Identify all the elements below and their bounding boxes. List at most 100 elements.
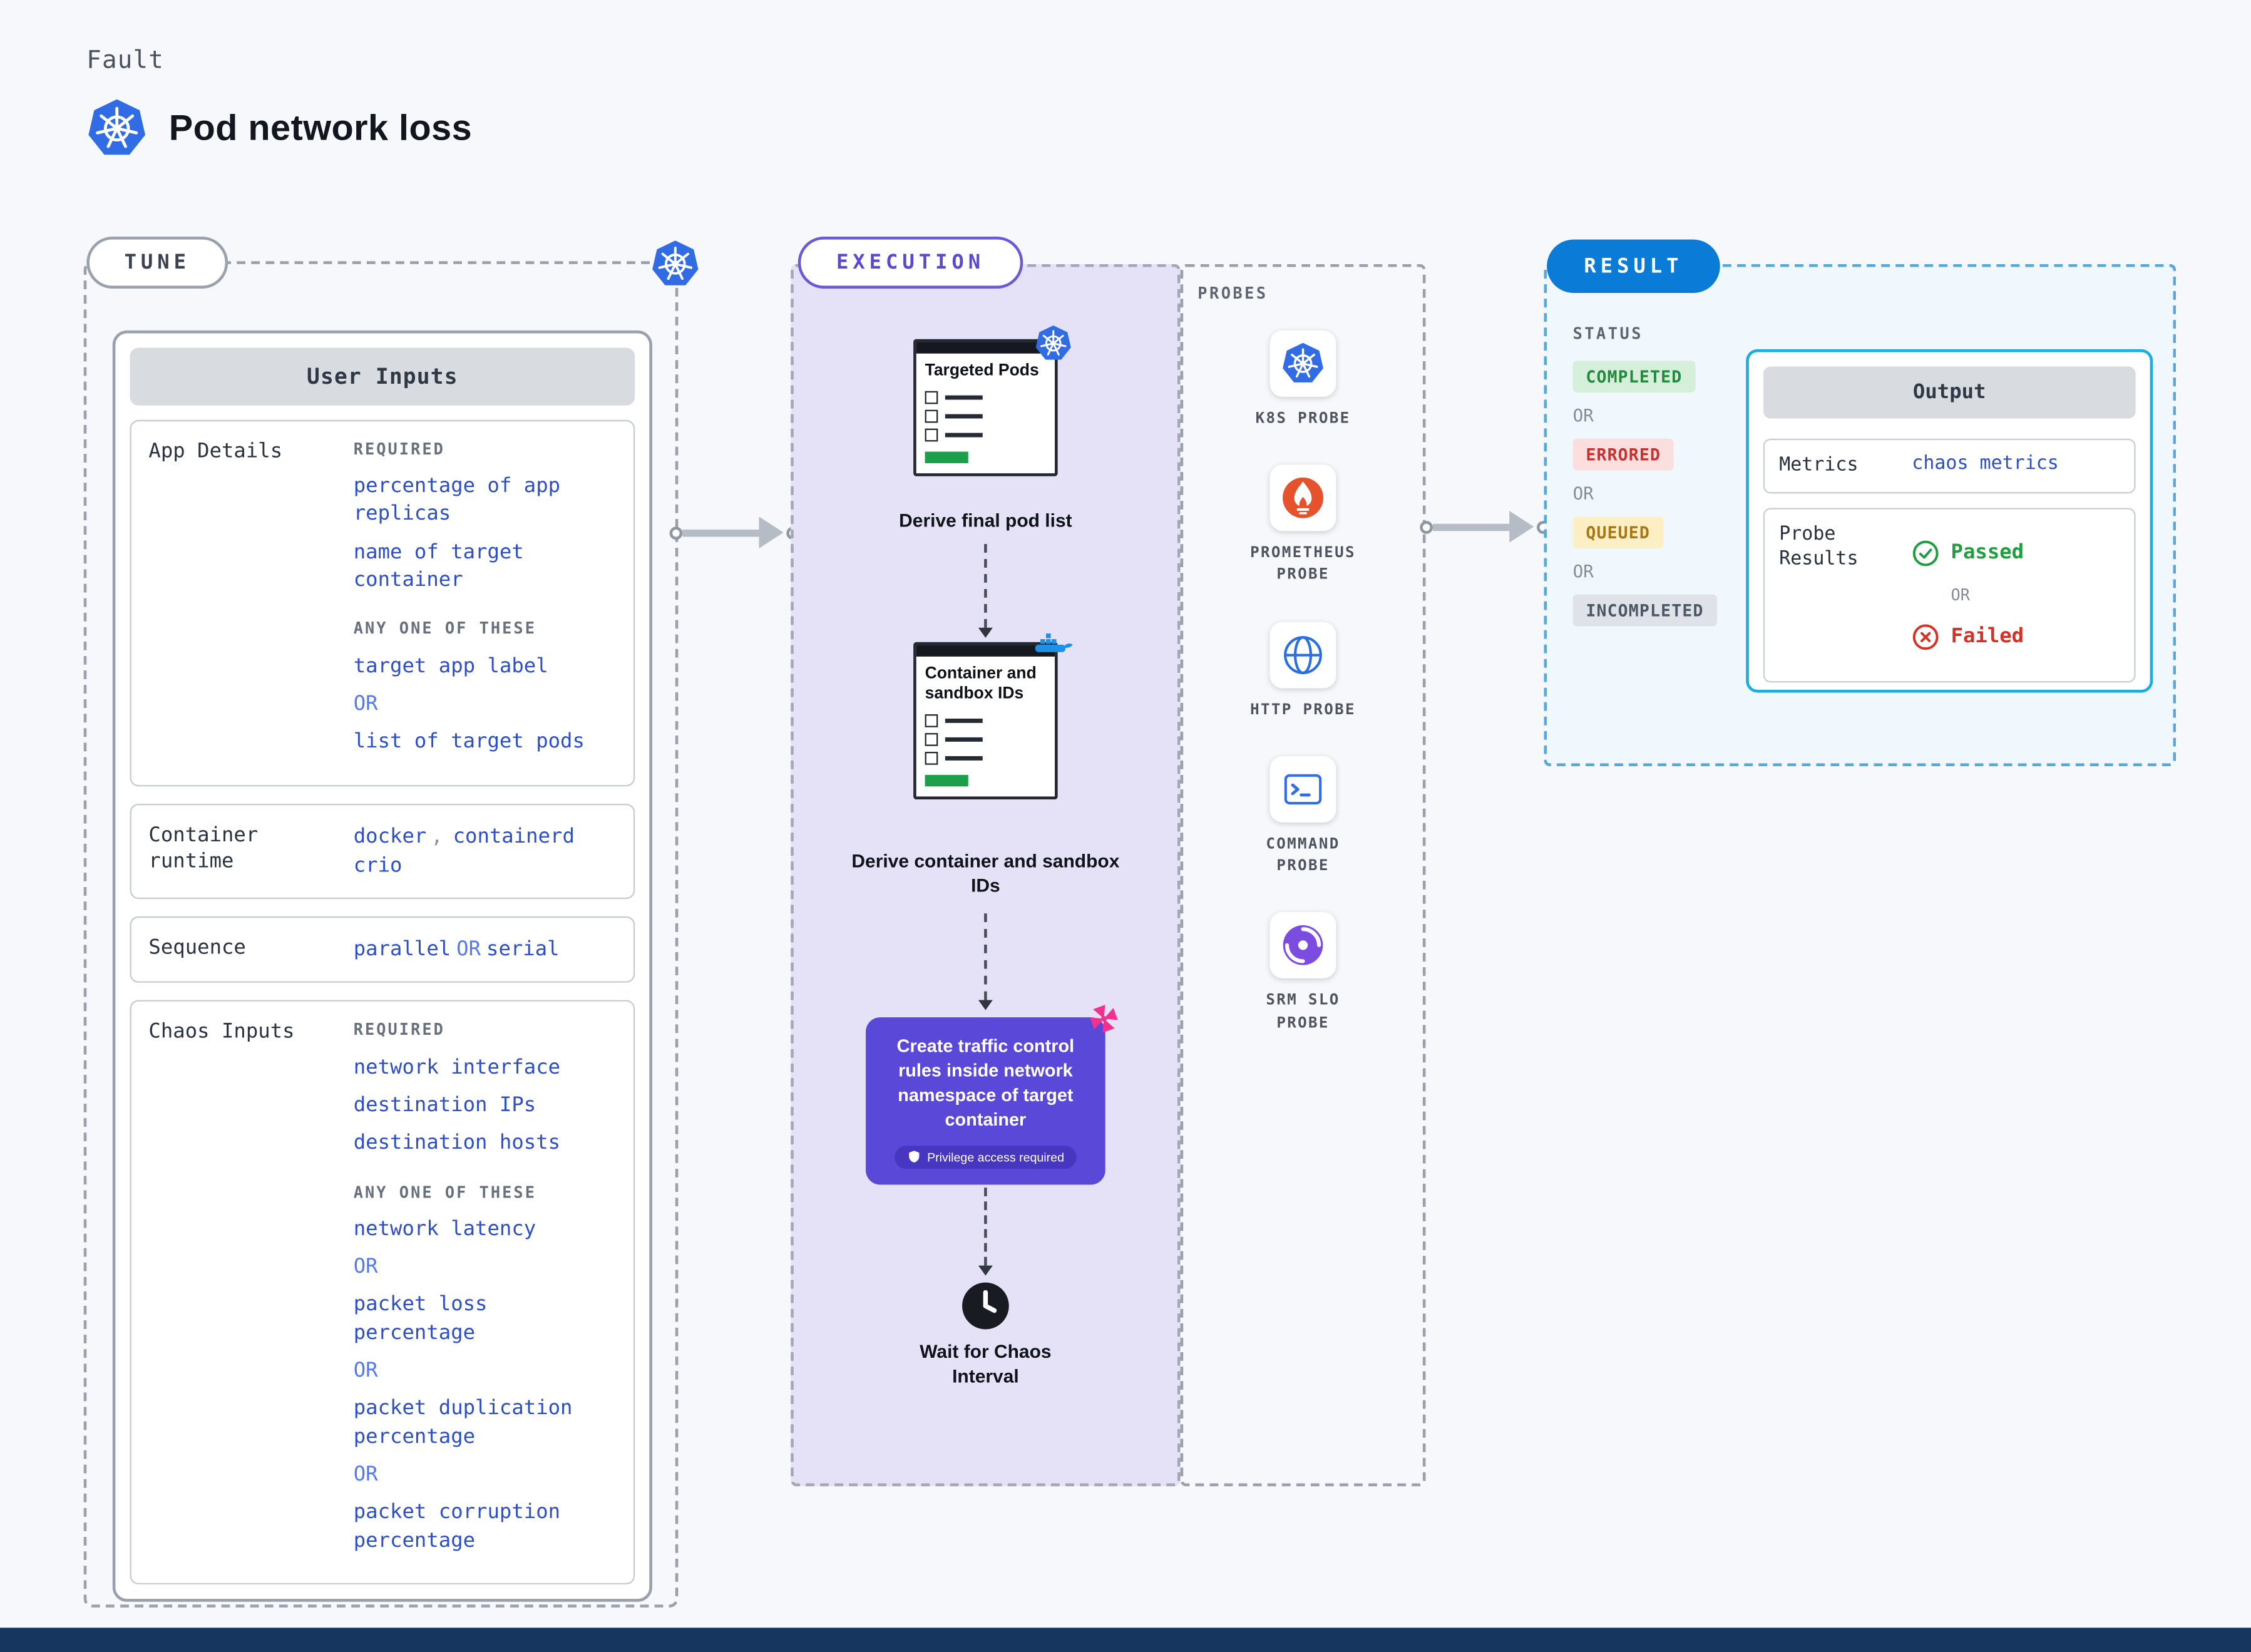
input-value: serial [486, 938, 560, 962]
terminal-icon [1281, 767, 1325, 811]
doc-header-bar [916, 645, 1055, 657]
probes-label: PROBES [1197, 284, 1268, 304]
app-details-label: App Details [148, 440, 283, 463]
sequence-label: Sequence [148, 936, 246, 960]
passed-text: Passed [1951, 541, 2024, 565]
kubernetes-icon [86, 98, 147, 159]
flow-arrow-tune-to-execution [669, 515, 800, 550]
doc-header-bar [916, 342, 1055, 354]
checkbox-icon [925, 752, 938, 765]
clock-icon [960, 1280, 1012, 1332]
input-value: parallel [353, 938, 451, 962]
user-inputs-card: User Inputs App Details REQUIRED percent… [112, 330, 652, 1602]
arrow-head [978, 1265, 993, 1276]
any-one-label: ANY ONE OF THESE [353, 619, 536, 639]
check-circle-icon [1912, 539, 1939, 567]
targeted-pods-doc: Targeted Pods [913, 339, 1058, 476]
status-badge-incompleted: INCOMPLETED [1572, 594, 1717, 627]
input-value: network latency [353, 1217, 536, 1241]
execution-label: EXECUTION [797, 237, 1023, 289]
metrics-label: Metrics [1779, 454, 1859, 476]
passed-row: Passed [1912, 539, 2120, 567]
probe-results-label: Probe Results [1779, 523, 1859, 570]
page-title: Pod network loss [168, 107, 473, 148]
step-caption: Wait for Chaos Interval [920, 1340, 1052, 1387]
globe-icon [1281, 633, 1325, 676]
comma-separator: , [431, 824, 443, 848]
input-value: destination IPs [353, 1094, 536, 1117]
doc-list-item [925, 391, 1055, 404]
or-separator: OR [1572, 483, 1594, 504]
container-runtime-section: Container runtime docker, containerd cri… [130, 803, 635, 900]
sequence-section: Sequence parallel OR serial [130, 916, 635, 983]
probe-tile [1269, 621, 1336, 688]
x-circle-icon [1912, 623, 1939, 650]
input-value: packet duplication percentage [353, 1397, 573, 1449]
output-card: Output Metrics chaos metrics Probe Resul… [1746, 349, 2153, 693]
doc-list-item [925, 733, 1055, 746]
arrow-line [682, 528, 759, 536]
text-line [945, 396, 983, 399]
input-value: crio [353, 854, 403, 878]
or-separator: OR [353, 692, 378, 716]
kubernetes-icon [1281, 342, 1325, 385]
doc-list-item [925, 714, 1055, 727]
arrow-head [759, 516, 784, 548]
checkbox-icon [925, 733, 938, 746]
progress-bar [925, 451, 968, 463]
privilege-note-text: Privilege access required [927, 1149, 1064, 1164]
input-value: packet corruption percentage [353, 1501, 561, 1552]
kubernetes-icon [651, 240, 700, 289]
status-label: STATUS [1572, 324, 1643, 344]
arrow-head [978, 627, 993, 638]
user-inputs-header: User Inputs [130, 347, 635, 406]
or-separator: OR [353, 1359, 378, 1383]
probe-results-row: Probe Results Passed OR Failed [1763, 507, 2136, 682]
checkbox-icon [925, 391, 938, 404]
probe-item-command: COMMAND PROBE [1245, 756, 1360, 878]
failed-row: Failed [1912, 623, 2120, 650]
input-value: list of target pods [353, 730, 585, 754]
kubernetes-icon [1035, 325, 1072, 362]
output-header: Output [1763, 366, 2136, 419]
fault-eyebrow: Fault [86, 46, 165, 75]
arrow-head [1509, 511, 1534, 543]
probe-tile [1269, 330, 1336, 397]
app-details-section: App Details REQUIRED percentage of app r… [130, 419, 635, 786]
doc-title: Targeted Pods [925, 362, 1039, 380]
metrics-row: Metrics chaos metrics [1763, 438, 2136, 493]
status-badge-queued: QUEUED [1572, 516, 1663, 548]
doc-list-item [925, 428, 1055, 442]
failed-text: Failed [1951, 625, 2024, 649]
status-column: STATUS COMPLETED OR ERRORED OR QUEUED OR… [1572, 324, 1717, 627]
action-text: Create traffic control rules inside netw… [896, 1036, 1075, 1130]
container-runtime-values: docker, containerd crio [354, 822, 617, 881]
chaos-inputs-section: Chaos Inputs REQUIRED network interface … [130, 1000, 635, 1584]
probe-name: HTTP PROBE [1250, 700, 1356, 719]
probes-section: PROBES K8S PROBE PROMETHEUS PROBE HTTP P… [1180, 264, 1426, 1487]
text-line [945, 719, 983, 723]
sequence-values: parallel OR serial [354, 935, 617, 965]
status-badge-completed: COMPLETED [1572, 361, 1696, 392]
arrow-line [1432, 523, 1510, 531]
flow-arrow-execution-to-result [1420, 510, 1550, 544]
input-value: destination hosts [353, 1131, 561, 1155]
privilege-note: Privilege access required [894, 1145, 1077, 1169]
input-value: network interface [353, 1055, 561, 1079]
execution-section: EXECUTION Targeted Pods Derive final pod… [791, 237, 1181, 1487]
probe-name: COMMAND PROBE [1266, 835, 1340, 875]
input-value: containerd [453, 824, 575, 848]
input-value: target app label [353, 654, 548, 678]
tune-section: TUNE User Inputs App Details REQUIRED pe… [83, 237, 679, 1608]
or-separator: OR [353, 1255, 378, 1279]
chaos-inputs-values: REQUIRED network interface destination I… [354, 1020, 617, 1566]
page-header: Pod network loss [86, 98, 472, 159]
probe-item-srm-slo: SRM SLO PROBE [1245, 912, 1360, 1035]
footer-bar [0, 1628, 2251, 1652]
metrics-value: chaos metrics [1912, 453, 2059, 475]
checkbox-icon [925, 428, 938, 442]
or-separator: OR [353, 1463, 378, 1487]
checkbox-icon [925, 409, 938, 423]
flow-connector [978, 913, 993, 1010]
